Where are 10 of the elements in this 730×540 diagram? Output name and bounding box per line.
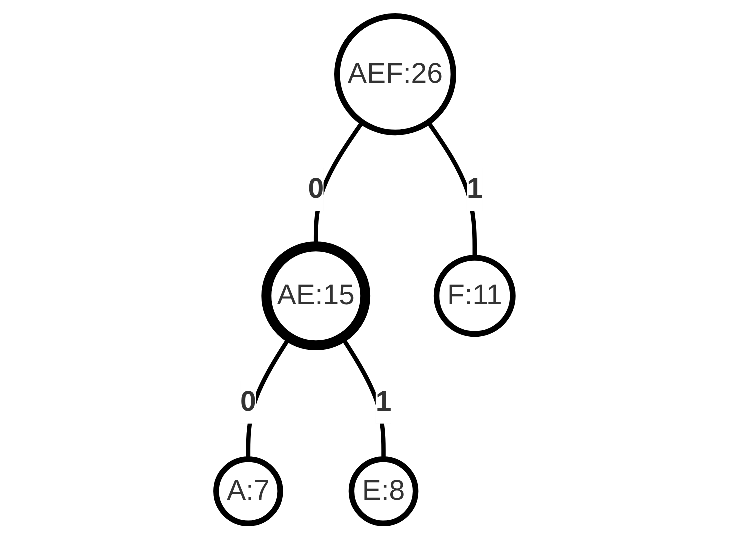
node-circle: F:11	[434, 255, 516, 338]
node-circle: AEF:26	[334, 14, 457, 136]
node-circle: A:7	[214, 456, 284, 526]
edge-label: 1	[376, 386, 392, 418]
edge-label: 1	[467, 174, 484, 206]
node-circle: E:8	[349, 456, 419, 526]
node-circle: AE:15	[262, 242, 371, 351]
connector	[427, 121, 478, 258]
edge-label: 0	[240, 386, 257, 418]
edge-label: 0	[308, 174, 324, 206]
